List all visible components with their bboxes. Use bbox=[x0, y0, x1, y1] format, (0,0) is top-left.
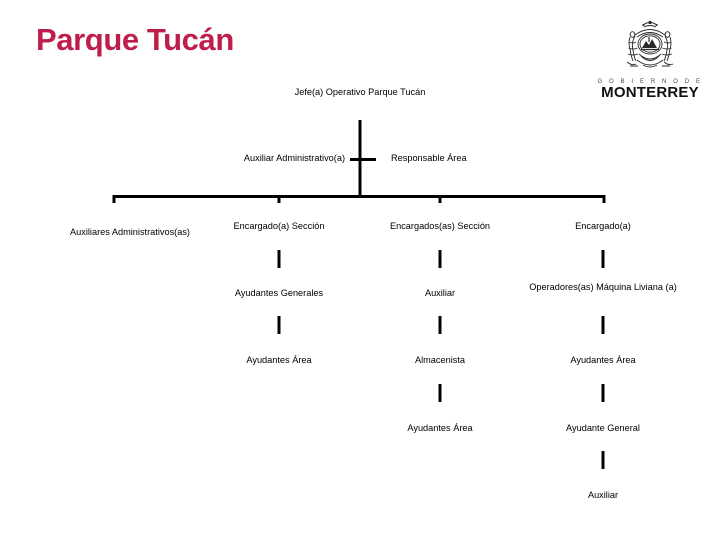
connector-b3-2 bbox=[601, 316, 605, 334]
connector-b3-3 bbox=[601, 384, 605, 402]
node-operadores-maquina-liviana: Operadores(as) Máquina Liviana (a) bbox=[529, 282, 677, 292]
monterrey-coat-of-arms-icon bbox=[626, 20, 674, 68]
node-ayudantes-generales: Ayudantes Generales bbox=[234, 288, 324, 298]
connector-b2-3 bbox=[438, 384, 442, 402]
node-encargado-seccion: Encargado(a) Sección bbox=[233, 221, 325, 231]
node-b3-auxiliar: Auxiliar bbox=[587, 490, 619, 500]
connector-b1-1 bbox=[277, 250, 281, 268]
monterrey-logo: G O B I E R N O D E MONTERREY bbox=[597, 18, 703, 104]
node-b2-ayudantes-area: Ayudantes Área bbox=[407, 423, 473, 433]
node-auxiliares-administrativos: Auxiliares Administrativos(as) bbox=[70, 227, 190, 237]
node-b1-ayudantes-area: Ayudantes Área bbox=[246, 355, 312, 365]
connector-b2-1 bbox=[438, 250, 442, 268]
node-staff-auxiliar-administrativo: Auxiliar Administrativo(a) bbox=[243, 153, 345, 163]
node-b3-ayudantes-area: Ayudantes Área bbox=[570, 355, 636, 365]
node-encargados-seccion: Encargados(as) Sección bbox=[389, 221, 491, 231]
node-staff-responsable-area: Responsable Área bbox=[391, 153, 467, 163]
connector-drop-3 bbox=[602, 195, 606, 203]
node-b2-auxiliar: Auxiliar bbox=[424, 288, 456, 298]
connector-b3-4 bbox=[601, 451, 605, 469]
node-root: Jefe(a) Operativo Parque Tucán bbox=[294, 87, 426, 97]
node-almacenista: Almacenista bbox=[414, 355, 466, 365]
node-ayudante-general: Ayudante General bbox=[566, 423, 640, 433]
logo-subtitle: G O B I E R N O D E bbox=[597, 79, 703, 85]
node-encargado: Encargado(a) bbox=[575, 221, 631, 231]
connector-b3-1 bbox=[601, 250, 605, 268]
connector-drop-0 bbox=[112, 195, 116, 203]
page-title: Parque Tucán bbox=[36, 22, 234, 57]
connector-b2-2 bbox=[438, 316, 442, 334]
connector-drop-1 bbox=[277, 195, 281, 203]
connector-staff-crossbar bbox=[350, 158, 376, 161]
connector-b1-2 bbox=[277, 316, 281, 334]
connector-horizontal-bus bbox=[113, 195, 605, 198]
connector-drop-2 bbox=[438, 195, 442, 203]
logo-wordmark: MONTERREY bbox=[601, 84, 699, 101]
